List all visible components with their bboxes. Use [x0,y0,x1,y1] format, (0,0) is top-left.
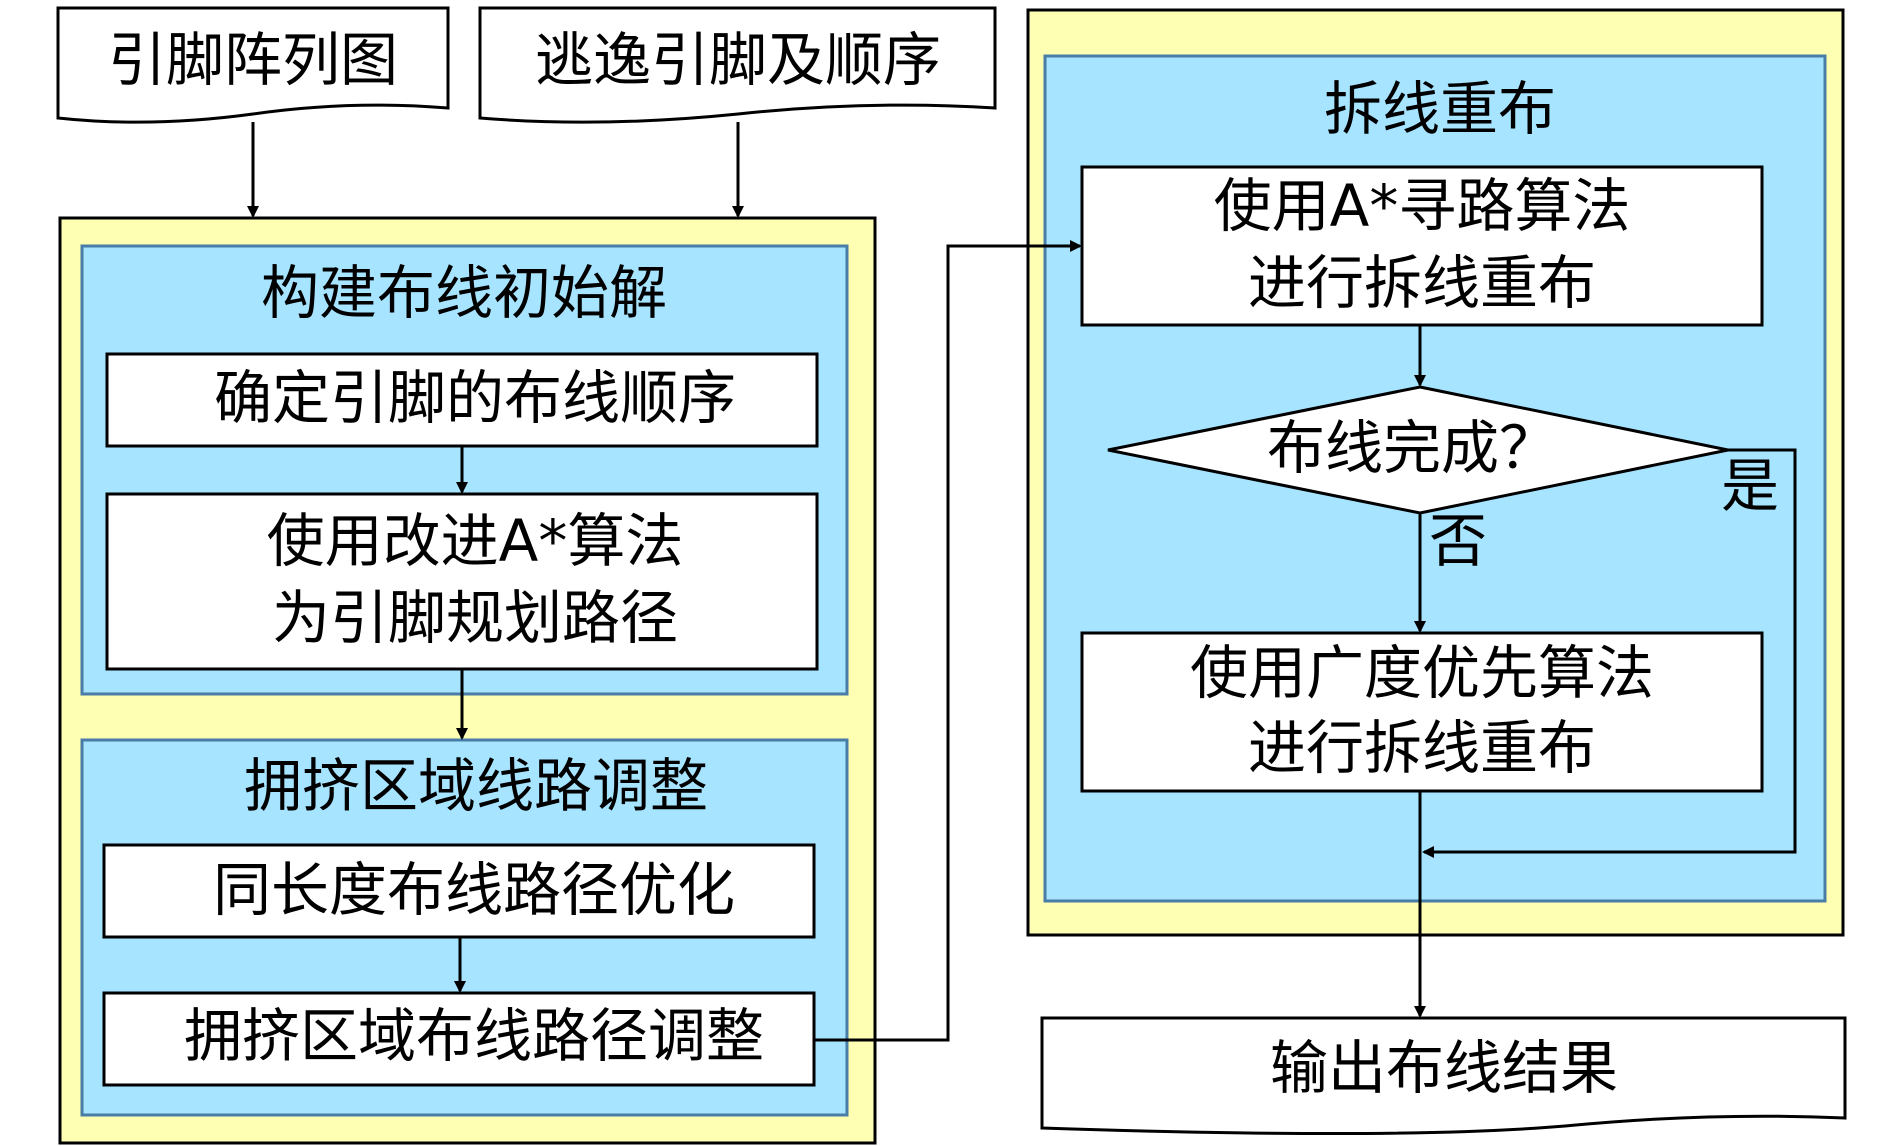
bfs-reroute-label-2: 进行拆线重布 [1248,714,1596,782]
congestion-adjust-label: 拥挤区域布线路径调整 [184,1002,764,1070]
input-pin-array-label: 引脚阵列图 [108,26,398,94]
improved-astar-label-2: 为引脚规划路径 [272,584,678,652]
reroute-title: 拆线重布 [1324,75,1556,143]
yes-label: 是 [1721,452,1779,520]
congestion-adjust-box [102,991,816,1087]
routing-order-box [105,352,819,448]
astar-reroute-label-1: 使用A*寻路算法 [1214,172,1631,240]
output-result-doc: 输出布线结果 [1040,1016,1847,1136]
routing-complete-label: 布线完成？ [1267,414,1557,482]
equal-length-box [102,843,816,939]
improved-astar-label-1: 使用改进A*算法 [267,507,684,575]
bfs-reroute-label-1: 使用广度优先算法 [1190,639,1654,707]
initial-solution-title: 构建布线初始解 [261,259,667,327]
routing-order-label: 确定引脚的布线顺序 [214,364,736,432]
no-label: 否 [1429,507,1487,575]
astar-reroute-label-2: 进行拆线重布 [1248,249,1596,317]
arrow-decision-yes-merge [1422,448,1797,858]
input-escape-order-label: 逃逸引脚及顺序 [535,26,941,94]
input-pin-array-doc: 引脚阵列图 [56,6,450,124]
output-result-label: 输出布线结果 [1270,1034,1618,1102]
input-escape-order-doc: 逃逸引脚及顺序 [478,6,997,124]
congestion-title: 拥挤区域线路调整 [244,752,708,820]
astar-reroute-box [1080,165,1764,327]
improved-astar-box [105,492,819,671]
arrow-adjust-to-reroute [814,240,1082,1042]
equal-length-label: 同长度布线路径优化 [213,856,735,924]
bfs-reroute-box [1080,631,1764,793]
